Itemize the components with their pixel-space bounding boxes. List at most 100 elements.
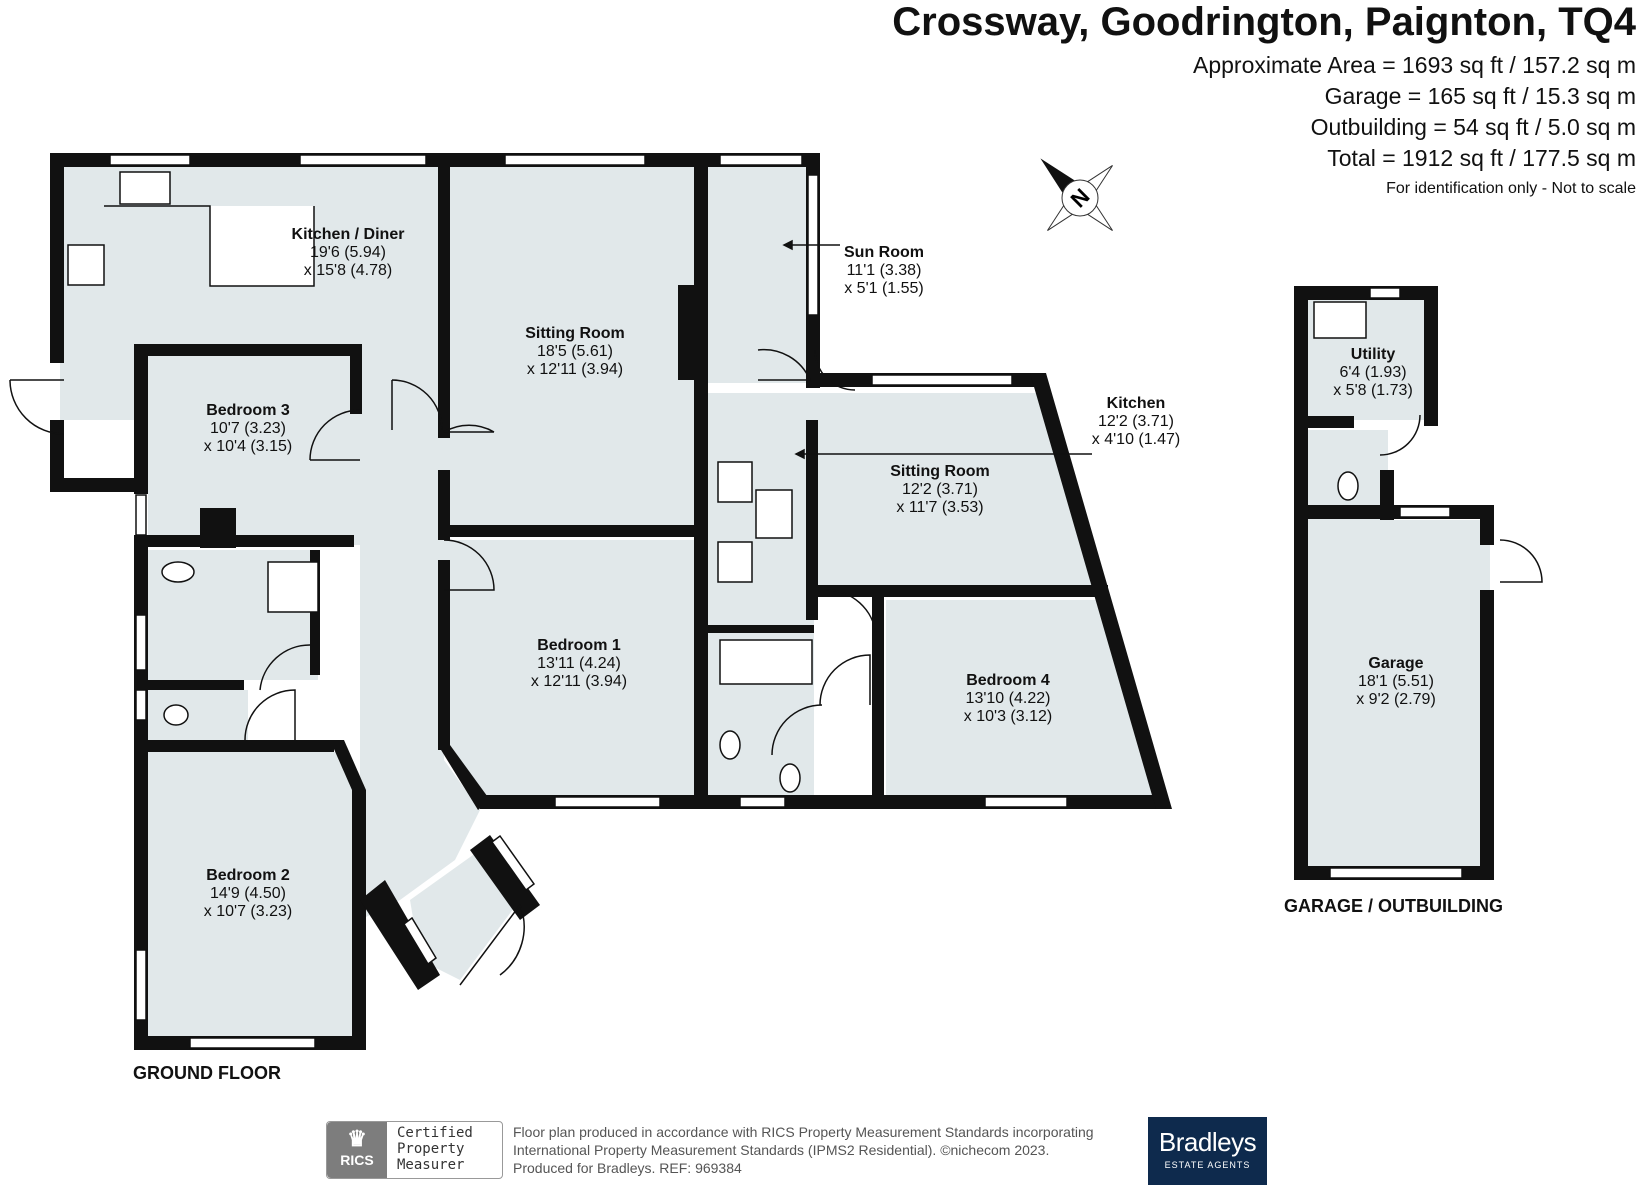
- door: [391, 379, 443, 431]
- toilet-3: [1337, 471, 1359, 501]
- room-dim: x 4'10 (1.47): [1091, 431, 1181, 448]
- window: [1399, 506, 1451, 518]
- shower-tray-2: [719, 639, 813, 685]
- door: [1379, 414, 1421, 456]
- door: [9, 379, 65, 435]
- wall: [350, 344, 362, 414]
- door: [443, 424, 495, 433]
- footer-disclaimer: Floor plan produced in accordance with R…: [513, 1123, 1094, 1177]
- kitchen-hob-2: [717, 541, 753, 583]
- wall: [50, 420, 64, 492]
- brand-subtitle: ESTATE AGENTS: [1164, 1160, 1251, 1170]
- scale-disclaimer: For identification only - Not to scale: [1386, 180, 1636, 197]
- window: [1369, 287, 1401, 299]
- wall: [806, 420, 818, 620]
- window: [490, 834, 536, 892]
- window: [135, 494, 147, 536]
- label-arrows: [782, 239, 1092, 460]
- garage-area: Garage = 165 sq ft / 15.3 sq m: [1324, 83, 1636, 109]
- room-name: Bedroom 1: [537, 637, 621, 654]
- utility-sink: [1313, 301, 1367, 339]
- window: [739, 796, 786, 808]
- wall: [818, 585, 1108, 597]
- lion-icon: ♛: [347, 1126, 367, 1151]
- room-name: Bedroom 2: [206, 867, 290, 884]
- door: [259, 644, 311, 691]
- wall: [438, 153, 450, 438]
- room-label-bedroom-2: Bedroom 2 14'9 (4.50) x 10'7 (3.23): [204, 867, 292, 921]
- rics-badge: ♛ RICS Certified Property Measurer: [326, 1121, 503, 1179]
- bradleys-logo: Bradleys ESTATE AGENTS: [1148, 1117, 1267, 1185]
- toilet: [163, 704, 189, 726]
- room-dim: x 12'11 (3.94): [530, 673, 628, 690]
- kitchen-sink: [119, 171, 171, 205]
- wall: [50, 478, 145, 492]
- rics-logo: ♛ RICS: [327, 1122, 387, 1178]
- window: [135, 614, 147, 671]
- room-dim: 18'5 (5.61): [536, 343, 613, 360]
- window: [504, 154, 646, 166]
- door: [309, 409, 361, 461]
- window: [871, 374, 1013, 386]
- sun-room-floor: [704, 163, 814, 383]
- brand-name: Bradleys: [1158, 1127, 1257, 1157]
- room-dim: x 11'7 (3.53): [896, 499, 984, 516]
- room-dim: 13'10 (4.22): [965, 690, 1051, 707]
- wall: [134, 344, 148, 494]
- wall: [1294, 505, 1494, 519]
- outbuilding-area: Outbuilding = 54 sq ft / 5.0 sq m: [1310, 114, 1636, 140]
- wc-floor: [148, 690, 248, 745]
- window: [299, 154, 427, 166]
- room-name: Sitting Room: [525, 325, 625, 342]
- room-floors: [60, 163, 1490, 1036]
- wall: [134, 535, 354, 547]
- window: [189, 1037, 316, 1049]
- wall: [352, 790, 366, 1050]
- room-name: Garage: [1368, 655, 1424, 672]
- wall: [470, 835, 540, 920]
- rics-badge-line: Measurer: [397, 1157, 465, 1173]
- rics-badge-line: Certified: [397, 1125, 473, 1141]
- wall: [134, 680, 244, 690]
- room-dim: x 5'8 (1.73): [1333, 382, 1413, 399]
- walls: [50, 153, 1494, 1050]
- door: [825, 589, 877, 636]
- fixtures: [67, 171, 1367, 793]
- wall: [134, 740, 334, 752]
- window: [135, 949, 147, 1021]
- room-name: Sun Room: [844, 244, 924, 261]
- arrow-head-icon: [794, 448, 805, 460]
- door: [459, 904, 525, 986]
- room-label-bedroom-3: Bedroom 3 10'7 (3.23) x 10'4 (3.15): [204, 402, 292, 456]
- toilet-2: [779, 763, 801, 793]
- window: [135, 689, 147, 721]
- room-label-kitchen-diner: Kitchen / Diner 19'6 (5.94) x 15'8 (4.78…: [292, 226, 405, 280]
- wall: [360, 880, 440, 990]
- sitting-room-2-floor: [814, 393, 1103, 590]
- door: [771, 704, 823, 756]
- kitchen-worktop: [104, 205, 315, 287]
- rics-badge-text: Certified Property Measurer: [397, 1125, 473, 1173]
- sitting-room-floor: [444, 163, 694, 533]
- room-dim: x 9'2 (2.79): [1356, 691, 1436, 708]
- door: [443, 539, 495, 591]
- garage-outbuilding-label: GARAGE / OUTBUILDING: [1284, 896, 1503, 916]
- door: [1499, 539, 1543, 583]
- wall: [1424, 286, 1438, 426]
- wall: [438, 745, 490, 810]
- footer-line: Floor plan produced in accordance with R…: [513, 1124, 1094, 1140]
- door: [819, 654, 871, 706]
- room-dim: x 12'11 (3.94): [526, 361, 624, 378]
- room-dim: x 5'1 (1.55): [844, 280, 924, 297]
- wall: [678, 285, 698, 380]
- hallway-floor: [360, 420, 480, 920]
- arrow-head-icon: [782, 239, 793, 251]
- doors: [9, 348, 1543, 986]
- page-title: Crossway, Goodrington, Paignton, TQ4: [892, 0, 1636, 44]
- room-name: Kitchen / Diner: [291, 226, 405, 243]
- basin: [161, 561, 195, 583]
- room-label-bedroom-1: Bedroom 1 13'11 (4.24) x 12'11 (3.94): [531, 637, 627, 691]
- door: [814, 349, 856, 391]
- room-label-kitchen: Kitchen 12'2 (3.71) x 4'10 (1.47): [1092, 395, 1180, 449]
- room-dim: 14'9 (4.50): [210, 885, 286, 902]
